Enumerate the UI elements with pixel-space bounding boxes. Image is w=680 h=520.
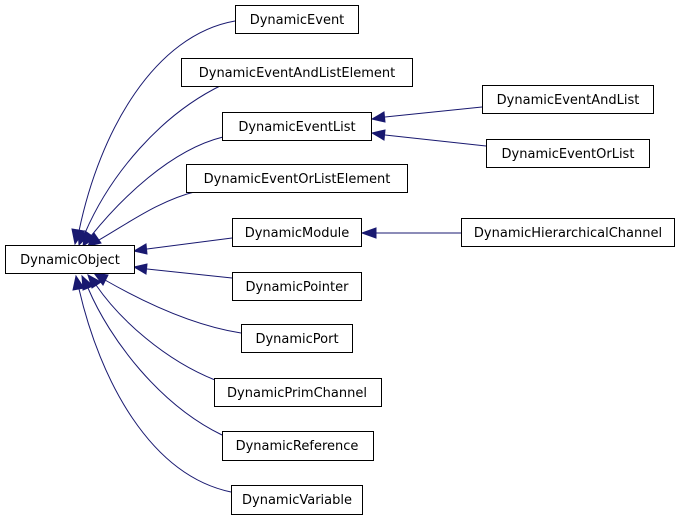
- node-label: DynamicEventAndList: [497, 93, 640, 108]
- node-label: DynamicReference: [236, 439, 359, 454]
- arrowhead-dynamic-pointer: [132, 263, 148, 275]
- node-dynamic-module[interactable]: DynamicModule: [232, 218, 362, 247]
- nodes: DynamicObject DynamicEvent DynamicEventA…: [5, 5, 675, 515]
- node-dynamic-event-and-list-element[interactable]: DynamicEventAndListElement: [181, 58, 413, 87]
- edge-dynamic-event: [78, 20, 236, 232]
- node-dynamic-object[interactable]: DynamicObject: [5, 245, 135, 274]
- node-label: DynamicPort: [255, 332, 338, 347]
- node-label: DynamicEventOrList: [502, 147, 635, 162]
- edge-dynamic-variable: [78, 288, 232, 493]
- node-dynamic-event-or-list-element[interactable]: DynamicEventOrListElement: [186, 164, 408, 193]
- edge-dynamic-event-or-list: [384, 134, 487, 147]
- node-dynamic-event-or-list[interactable]: DynamicEventOrList: [486, 139, 650, 168]
- node-dynamic-reference[interactable]: DynamicReference: [222, 431, 374, 461]
- edge-dynamic-event-or-list-element: [98, 190, 199, 241]
- node-dynamic-event[interactable]: DynamicEvent: [235, 5, 359, 34]
- node-label: DynamicEventOrListElement: [204, 172, 391, 187]
- edge-dynamic-event-and-list-element: [84, 84, 223, 234]
- node-dynamic-port[interactable]: DynamicPort: [241, 324, 353, 353]
- node-dynamic-prim-channel[interactable]: DynamicPrimChannel: [214, 378, 382, 407]
- node-label: DynamicEventAndListElement: [199, 66, 396, 81]
- node-dynamic-event-list[interactable]: DynamicEventList: [222, 112, 372, 141]
- edges: [71, 20, 487, 493]
- arrowhead-dynamic-event-or-list-element: [87, 232, 102, 247]
- edge-dynamic-event-list: [90, 136, 224, 237]
- arrowhead-dynamic-hierarchical-channel: [360, 227, 377, 239]
- node-label: DynamicPointer: [246, 280, 350, 295]
- edge-dynamic-pointer: [146, 268, 233, 279]
- arrowhead-dynamic-event-and-list: [370, 111, 386, 123]
- node-dynamic-variable[interactable]: DynamicVariable: [231, 485, 363, 515]
- node-label: DynamicEvent: [250, 13, 345, 28]
- node-label: DynamicVariable: [242, 493, 352, 508]
- arrowhead-dynamic-event-or-list: [370, 129, 386, 141]
- node-label: DynamicHierarchicalChannel: [474, 226, 662, 241]
- node-label: DynamicModule: [245, 226, 350, 241]
- edge-dynamic-prim-channel: [95, 284, 216, 381]
- arrowhead-dynamic-reference: [81, 274, 94, 291]
- edge-dynamic-port: [104, 279, 242, 334]
- arrowhead-dynamic-module: [132, 243, 148, 255]
- edge-dynamic-module: [146, 237, 233, 250]
- node-label: DynamicPrimChannel: [227, 386, 367, 401]
- node-label: DynamicObject: [20, 253, 120, 268]
- node-dynamic-event-and-list[interactable]: DynamicEventAndList: [482, 85, 654, 114]
- edge-dynamic-event-and-list: [384, 106, 483, 118]
- node-label: DynamicEventList: [238, 120, 355, 135]
- node-dynamic-pointer[interactable]: DynamicPointer: [232, 272, 362, 301]
- arrowhead-dynamic-variable: [72, 274, 85, 291]
- node-dynamic-hierarchical-channel[interactable]: DynamicHierarchicalChannel: [461, 218, 675, 247]
- arrowhead-dynamic-event-list: [82, 230, 96, 248]
- edge-dynamic-reference: [87, 287, 223, 436]
